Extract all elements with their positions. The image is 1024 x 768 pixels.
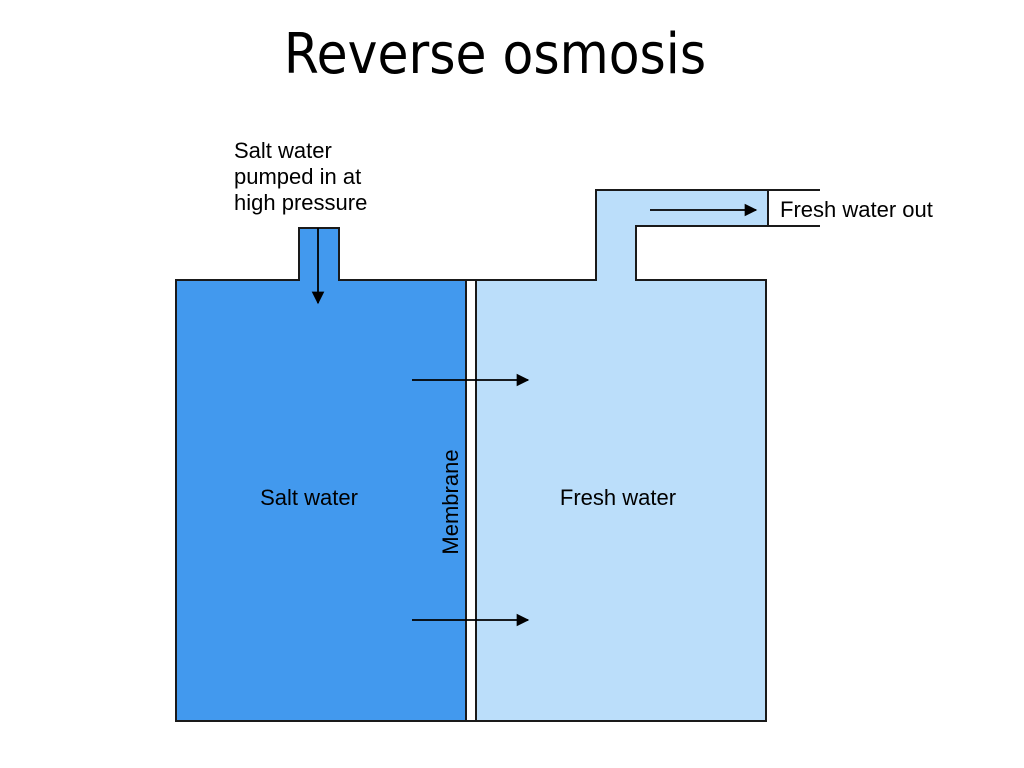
- outlet-label-background: [769, 191, 819, 225]
- salt-water-label: Salt water: [260, 485, 358, 510]
- fresh-water-chamber: [475, 189, 769, 722]
- outlet-label: Fresh water out: [780, 197, 933, 222]
- salt-water-chamber: [175, 227, 467, 722]
- membrane: [465, 279, 477, 722]
- slide-title: Reverse osmosis: [283, 22, 707, 87]
- inlet-label-line3: high pressure: [234, 190, 367, 215]
- inlet-label-line2: pumped in at: [234, 164, 361, 189]
- fresh-water-label: Fresh water: [560, 485, 676, 510]
- membrane-label: Membrane: [438, 449, 463, 554]
- inlet-label-line1: Salt water: [234, 138, 332, 163]
